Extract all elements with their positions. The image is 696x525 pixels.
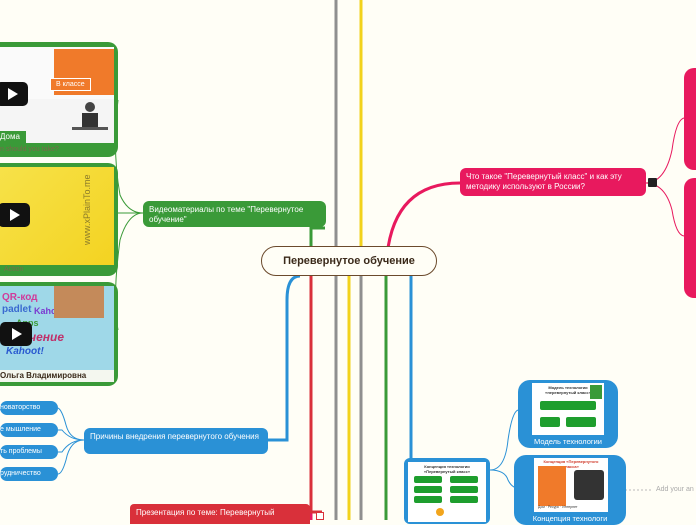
right-node-2[interactable] xyxy=(684,178,696,298)
branch-reasons[interactable]: Причины внедрения перевернутого обучения xyxy=(84,428,268,454)
add-note-hint[interactable]: Add your an xyxy=(656,486,694,493)
concept-image-card[interactable]: Концепция «Перевернутого класса» Дом · Р… xyxy=(514,455,626,525)
concept-diagram-image: Концепция технологии «Перевернутый класс… xyxy=(408,462,486,522)
play-button-1[interactable] xyxy=(0,82,28,106)
video-card-3[interactable]: QR-код padlet Kahoot! Apps обучение Kaho… xyxy=(0,282,118,386)
concept-diagram-card[interactable]: Концепция технологии «Перевернутый класс… xyxy=(404,458,490,524)
video-card-1[interactable]: В классе Дома n should you take? xyxy=(0,42,118,157)
video-card-2[interactable]: www.xPlainTo.me Action xyxy=(0,163,118,276)
link-icon[interactable] xyxy=(648,178,657,187)
presenter-name-bar xyxy=(0,370,114,382)
play-button-2[interactable] xyxy=(0,203,30,227)
attachment-icon[interactable] xyxy=(316,512,324,520)
concept-diagram-title: Концепция технологии «Перевернутый класс… xyxy=(423,464,471,474)
tag-class: В классе xyxy=(50,78,91,91)
video-caption-1: n should you take? xyxy=(0,146,59,153)
word-kahoot: Kahoot! xyxy=(34,306,68,316)
video-caption-2: Action xyxy=(4,266,24,273)
model-image-card[interactable]: Модель технологии «перевернутый класс» М… xyxy=(518,380,618,448)
model-image: Модель технологии «перевернутый класс» xyxy=(532,383,604,435)
presenter-name: Ольга Владимировна xyxy=(0,371,87,380)
reason-pill-3[interactable]: ть проблемы xyxy=(0,445,58,459)
word-kahoot-2: Kahoot! xyxy=(6,346,44,357)
reason-pill-2[interactable]: е мышление xyxy=(0,423,58,437)
concept-image-sub: Дом · Ресурс · Интернет xyxy=(538,505,578,509)
reason-pill-1[interactable]: новаторство xyxy=(0,401,58,415)
right-node-1[interactable] xyxy=(684,68,696,170)
central-topic[interactable]: Перевернутое обучение xyxy=(261,246,437,276)
branch-what-is[interactable]: Что такое "Перевернутый класс" и как эту… xyxy=(460,168,646,196)
presenter-photo xyxy=(54,286,104,318)
branch-presentation[interactable]: Презентация по теме: Перевернутый xyxy=(130,504,310,524)
play-button-3[interactable] xyxy=(0,322,32,346)
reason-pill-4[interactable]: рудничество xyxy=(0,467,58,481)
concept-image: Концепция «Перевернутого класса» Дом · Р… xyxy=(534,458,608,512)
model-image-title: Модель технологии «перевернутый класс» xyxy=(545,385,591,395)
concept-image-caption: Концепция технологи xyxy=(532,514,608,523)
model-image-caption: Модель технологии xyxy=(533,437,602,446)
word-qr: QR-код xyxy=(2,292,38,303)
word-padlet: padlet xyxy=(2,304,32,315)
concept-image-title: Концепция «Перевернутого класса» xyxy=(543,459,599,469)
watermark-text: www.xPlainTo.me xyxy=(82,174,92,245)
tag-home: Дома xyxy=(0,131,26,143)
branch-videos[interactable]: Видеоматериалы по теме "Перевернутое обу… xyxy=(143,201,326,227)
